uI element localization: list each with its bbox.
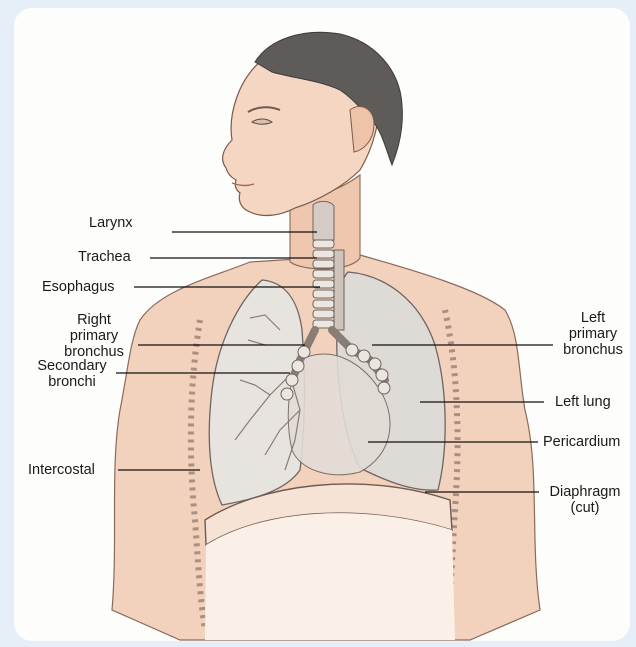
larynx <box>313 201 334 240</box>
label-secondary-bronchi: Secondary bronchi <box>28 358 116 390</box>
label-larynx: Larynx <box>89 215 133 231</box>
label-trachea: Trachea <box>78 249 131 265</box>
diaphragm-lower <box>205 513 455 640</box>
trachea <box>313 240 334 328</box>
label-left-primary-bronchus-line1: Left <box>553 310 633 326</box>
label-left-primary-bronchus-line3: bronchus <box>553 342 633 358</box>
label-esophagus: Esophagus <box>42 279 115 295</box>
label-diaphragm: Diaphragm (cut) <box>543 484 627 516</box>
label-left-lung: Left lung <box>555 394 611 410</box>
label-right-primary-bronchus-line1: Right <box>58 312 130 328</box>
label-diaphragm-line1: Diaphragm <box>543 484 627 500</box>
label-secondary-bronchi-line1: Secondary <box>28 358 116 374</box>
label-secondary-bronchi-line2: bronchi <box>28 374 116 390</box>
label-right-primary-bronchus: Right primary bronchus <box>58 312 130 360</box>
esophagus <box>334 250 344 330</box>
label-left-primary-bronchus-line2: primary <box>553 326 633 342</box>
label-right-primary-bronchus-line2: primary <box>58 328 130 344</box>
label-diaphragm-line2: (cut) <box>543 500 627 516</box>
label-pericardium: Pericardium <box>543 434 620 450</box>
label-left-primary-bronchus: Left primary bronchus <box>553 310 633 358</box>
label-intercostal: Intercostal <box>28 462 95 478</box>
